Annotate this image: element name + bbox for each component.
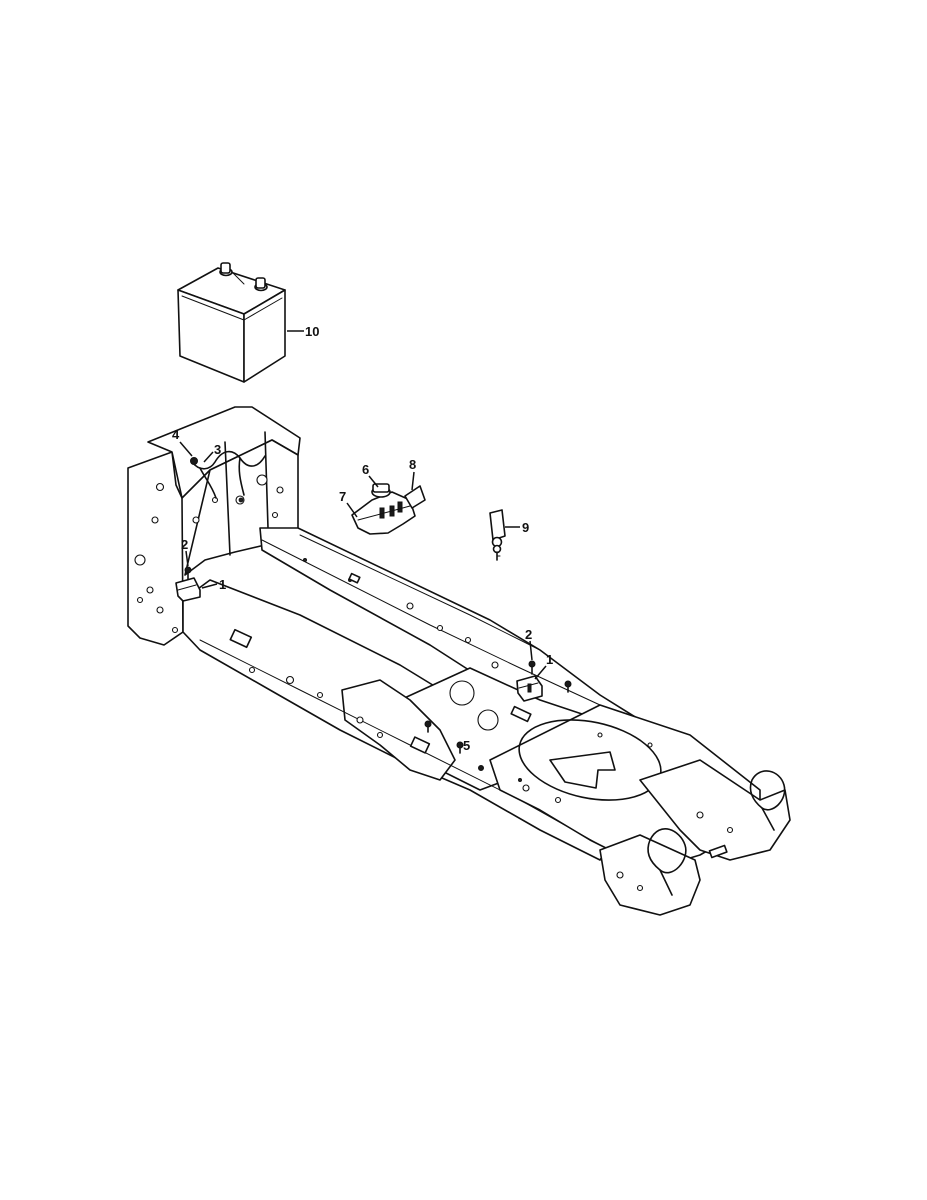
callout-wire-harness-label: 3	[214, 442, 221, 457]
callout-screw-rear: 2	[181, 537, 189, 567]
callout-ignition-key-label: 9	[522, 520, 529, 535]
callout-switch-plug-label: 8	[409, 457, 416, 472]
callout-safety-switch-rear: 1	[201, 577, 226, 592]
callout-bolt-label: 5	[463, 738, 470, 753]
callout-screw-front-label: 2	[525, 627, 532, 642]
screw-rear-icon	[184, 566, 192, 581]
tractor-frame	[127, 406, 791, 916]
front-axle-bracket-icon	[647, 770, 786, 896]
battery-terminal-icon	[219, 262, 268, 292]
wire-harness	[191, 450, 266, 499]
callout-battery-label: 10	[305, 324, 319, 339]
screw-front-icon	[528, 660, 536, 675]
callout-switch-connector-label: 7	[339, 489, 346, 504]
battery	[177, 262, 286, 383]
callout-screw-rear-label: 2	[181, 537, 188, 552]
callout-harness-clip: 4	[172, 427, 193, 457]
callout-harness-clip-label: 4	[172, 427, 180, 442]
callout-switch-plug: 8	[409, 457, 416, 491]
callout-ignition-switch: 6	[362, 462, 379, 488]
callout-wire-harness: 3	[203, 442, 221, 463]
ignition-switch	[351, 483, 426, 535]
callout-screw-front: 2	[525, 627, 533, 661]
ignition-key-icon	[489, 509, 506, 561]
safety-switch-rear-icon	[175, 577, 201, 602]
callout-safety-switch-front-label: 1	[546, 652, 553, 667]
callout-ignition-key: 9	[505, 520, 529, 535]
callout-battery: 10	[287, 324, 319, 339]
bolt-icon	[424, 680, 572, 771]
callout-ignition-switch-label: 6	[362, 462, 369, 477]
callout-bolt: 5	[463, 738, 470, 753]
safety-switch-front-icon	[516, 675, 543, 702]
callout-switch-connector: 7	[339, 489, 358, 518]
callout-safety-switch-front: 1	[534, 652, 553, 680]
frame-holes	[134, 474, 734, 892]
callout-safety-switch-rear-label: 1	[219, 577, 226, 592]
harness-clip-icon	[190, 457, 198, 465]
